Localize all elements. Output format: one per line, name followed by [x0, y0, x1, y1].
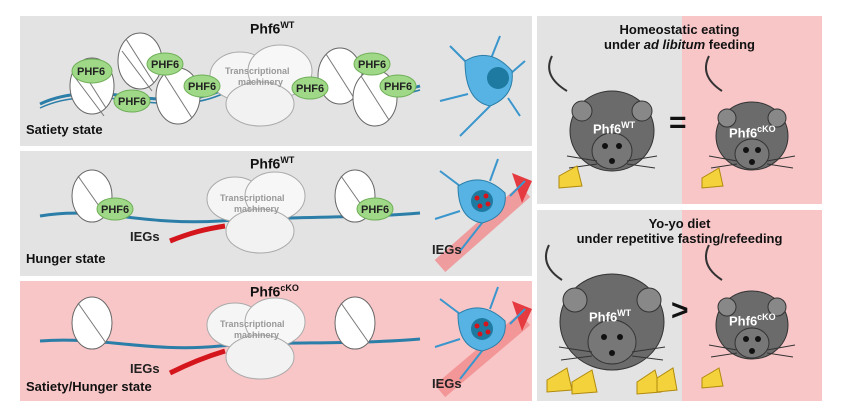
nucleosome	[71, 296, 113, 350]
svg-text:PHF6: PHF6	[101, 204, 129, 216]
mouse-icon	[545, 244, 666, 371]
state-label: Hunger state	[26, 251, 106, 266]
complex-label-line2: machinery	[234, 330, 279, 340]
chromatin-illustration: Transcriptional machinery	[39, 286, 532, 398]
state-label: Satiety state	[26, 122, 103, 137]
cheese-icon	[546, 367, 573, 393]
complex-label-line1: Transcriptional	[225, 66, 290, 76]
mice-illustration	[548, 55, 796, 189]
phf6-protein: PHF6	[183, 74, 221, 98]
panel-title: Yo-yo diet under repetitive fasting/refe…	[576, 216, 783, 246]
phf6-protein: PHF6	[71, 58, 113, 84]
cheese-icon	[571, 369, 598, 395]
chromatin-illustration: Transcriptional machinery PHF6 PHF6	[39, 158, 532, 272]
phf6-protein: PHF6	[356, 197, 394, 221]
svg-text:PHF6: PHF6	[77, 66, 105, 78]
cheese-icon	[656, 367, 678, 393]
mouse-label-wt: Phf6WT	[589, 308, 632, 325]
mouse-icon	[705, 55, 796, 171]
panel-satiety-wt: Transcriptional machinery PHF6 PHF6 PHF6…	[20, 16, 532, 146]
phf6-protein: PHF6	[379, 74, 417, 98]
panel-title: Phf6WT	[250, 20, 295, 37]
neuron-icon	[434, 158, 532, 272]
cheese-icon	[558, 165, 583, 189]
chromatin-illustration: Transcriptional machinery PHF6 PHF6 PHF6…	[39, 32, 526, 137]
phf6-protein: PHF6	[353, 52, 391, 76]
nucleosome	[117, 32, 163, 92]
panel-title: Phf6cKO	[250, 283, 299, 300]
nucleosome	[334, 296, 376, 350]
complex-label-line1: Transcriptional	[220, 193, 285, 203]
svg-text:PHF6: PHF6	[151, 59, 179, 71]
transcriptional-machinery: Transcriptional machinery	[206, 171, 306, 254]
panel-hunger-wt: Transcriptional machinery PHF6 PHF6 Phf6…	[20, 151, 532, 276]
neuron-ieg-label: IEGs	[432, 376, 462, 391]
complex-label-line1: Transcriptional	[220, 319, 285, 329]
complex-label-line2: machinery	[238, 77, 283, 87]
state-label: Satiety/Hunger state	[26, 379, 152, 394]
mouse-label-cko: Phf6cKO	[729, 312, 776, 329]
svg-text:PHF6: PHF6	[358, 59, 386, 71]
cheese-icon	[701, 367, 724, 389]
svg-text:PHF6: PHF6	[188, 81, 216, 93]
comparator-sign: >	[671, 294, 689, 327]
ieg-strand	[168, 348, 226, 376]
neuron-icon	[434, 286, 532, 398]
svg-text:PHF6: PHF6	[384, 81, 412, 93]
panel-title: Homeostatic eating under ad libitum feed…	[604, 22, 755, 52]
mouse-label-cko: Phf6cKO	[729, 124, 776, 141]
ieg-label: IEGs	[130, 361, 160, 376]
mice-illustration	[545, 244, 796, 395]
panel-yoyo: Yo-yo diet under repetitive fasting/refe…	[537, 210, 822, 401]
complex-label-line2: machinery	[234, 204, 279, 214]
transcriptional-machinery: Transcriptional machinery	[206, 297, 306, 380]
mouse-icon	[548, 55, 658, 172]
ieg-strand	[169, 223, 226, 244]
panel-title: Phf6WT	[250, 155, 295, 172]
comparator-sign: =	[669, 106, 687, 139]
panel-cko: Transcriptional machinery Phf6cKO IEGs I…	[20, 281, 532, 401]
phf6-protein: PHF6	[113, 89, 151, 113]
phf6-protein: PHF6	[146, 52, 184, 76]
mouse-label-wt: Phf6WT	[593, 120, 636, 137]
svg-text:PHF6: PHF6	[118, 96, 146, 108]
neuron-ieg-label: IEGs	[432, 242, 462, 257]
svg-text:PHF6: PHF6	[361, 204, 389, 216]
ieg-label: IEGs	[130, 229, 160, 244]
cheese-icon	[701, 167, 724, 189]
panel-homeostatic: Homeostatic eating under ad libitum feed…	[537, 16, 822, 204]
phf6-protein: PHF6	[291, 76, 329, 100]
neuron-icon	[439, 35, 526, 137]
mouse-icon	[705, 244, 796, 360]
phf6-protein: PHF6	[96, 197, 134, 221]
svg-text:PHF6: PHF6	[296, 83, 324, 95]
